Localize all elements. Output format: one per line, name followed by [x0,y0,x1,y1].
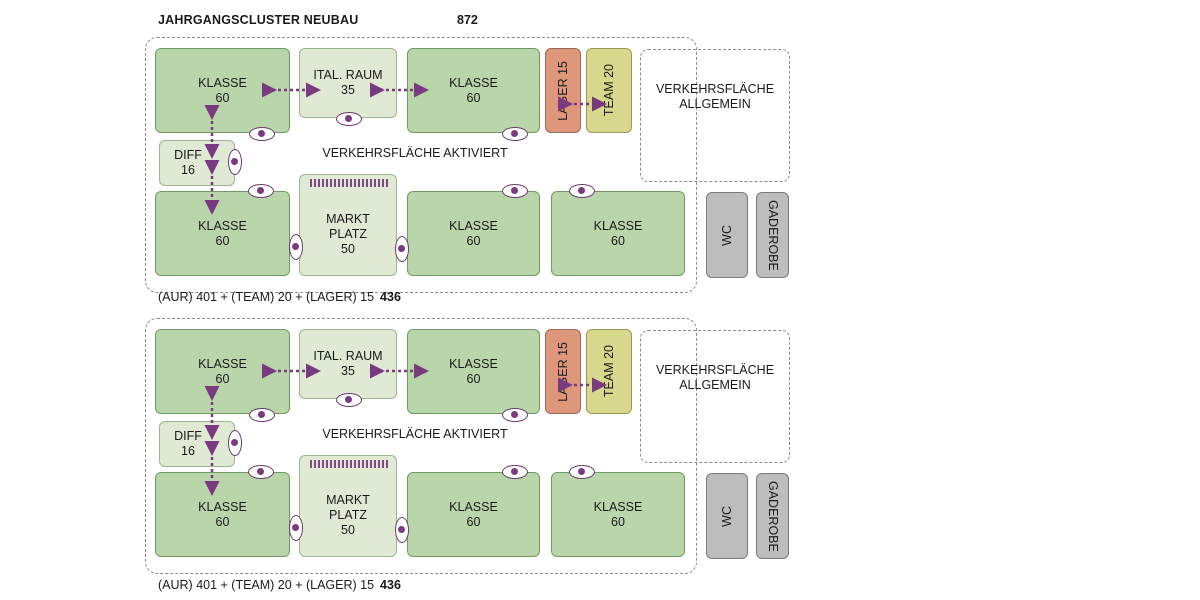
door-icon [249,127,275,141]
diff-room: DIFF 16 [159,140,235,186]
door-icon [502,184,528,198]
room-name: KLASSE [593,499,643,514]
footer-summary: (AUR) 401 + (TEAM) 20 + (LAGER) 15 436 [158,290,401,304]
room-size: 16 [181,444,195,458]
verkehrsflaeche-allgemein-label: VERKEHRSFLÄCHE ALLGEMEIN [640,363,790,393]
diagram-title: JAHRGANGSCLUSTER NEUBAU [158,13,359,27]
room-name: DIFF [174,429,202,443]
door-icon [248,184,274,198]
hatch-pattern [310,460,388,468]
door-icon [336,112,362,126]
door-icon [228,430,242,456]
door-icon [228,149,242,175]
footer-text: (AUR) 401 + (TEAM) 20 + (LAGER) 15 [158,578,375,592]
room-size: 60 [215,514,230,529]
verkehrsflaeche-allgemein-label: VERKEHRSFLÄCHE ALLGEMEIN [640,82,790,112]
room-name: ITAL. RAUM [313,349,383,363]
klasse-room-bottom-left: KLASSE 60 [155,191,290,276]
label-line: ALLGEMEIN [679,97,751,111]
room-name: KLASSE [449,499,498,514]
garderobe-room: GADEROBE [756,473,789,559]
wc-room: WC [706,192,748,278]
door-icon [502,465,528,479]
room-name: PLATZ [329,226,367,241]
room-name: KLASSE [449,356,498,371]
team-room: TEAM 20 [586,48,632,133]
door-icon [336,393,362,407]
room-name: KLASSE [449,218,498,233]
verkehrsflaeche-aktiviert-label: VERKEHRSFLÄCHE AKTIVIERT [322,427,508,441]
room-name: ITAL. RAUM [313,68,383,82]
door-icon [249,408,275,422]
door-icon [569,184,595,198]
marktplatz-room: MARKT PLATZ 50 [299,174,397,276]
room-name: KLASSE [449,75,498,90]
door-icon [502,408,528,422]
room-name: MARKT [326,211,370,226]
klasse-room-bottom-middle: KLASSE 60 [407,191,540,276]
door-icon [289,515,303,541]
room-name: KLASSE [198,75,247,90]
room-size: 60 [466,90,481,105]
label-line: ALLGEMEIN [679,378,751,392]
wc-room: WC [706,473,748,559]
marktplatz-room: MARKT PLATZ 50 [299,455,397,557]
footer-sum: 436 [380,578,401,592]
door-icon [395,236,409,262]
door-icon [502,127,528,141]
room-size: 60 [215,90,230,105]
klasse-room-bottom-middle: KLASSE 60 [407,472,540,557]
verkehrsflaeche-allgemein-outline [640,330,790,463]
footer-summary: (AUR) 401 + (TEAM) 20 + (LAGER) 15 436 [158,578,401,592]
room-size: 35 [341,83,355,97]
label-line: VERKEHRSFLÄCHE [655,82,775,96]
door-icon [569,465,595,479]
cluster-outline [145,37,697,293]
room-size: 50 [341,522,355,537]
room-name: GADEROBE [766,199,780,271]
cluster-outline [145,318,697,574]
room-name: MARKT [326,492,370,507]
cluster-1: KLASSE 60 ITAL. RAUM 35 KLASSE 60 LAGER … [0,0,800,304]
room-name: GADEROBE [766,480,780,552]
klasse-room-top-middle: KLASSE 60 [407,48,540,133]
room-size: 60 [466,514,481,529]
room-size: 60 [611,514,625,529]
cluster-2: KLASSE 60 ITAL. RAUM 35 KLASSE 60 LAGER … [0,281,800,592]
connection-arrows [204,82,607,215]
room-name: KLASSE [198,218,247,233]
lager-room: LAGER 15 [545,48,581,133]
room-size: 60 [466,371,481,386]
room-name: KLASSE [198,499,247,514]
room-name: PLATZ [329,507,367,522]
lager-room: LAGER 15 [545,329,581,414]
room-size: 35 [341,364,355,378]
klasse-room-bottom-left: KLASSE 60 [155,472,290,557]
door-icon [395,517,409,543]
footer-text: (AUR) 401 + (TEAM) 20 + (LAGER) 15 [158,290,375,304]
verkehrsflaeche-allgemein-outline [640,49,790,182]
klasse-room-bottom-right: KLASSE 60 [551,191,685,276]
room-size: 60 [611,233,625,248]
room-name: KLASSE [198,356,247,371]
door-icon [289,234,303,260]
room-size: 50 [341,241,355,256]
room-name: KLASSE [593,218,643,233]
room-size: 16 [181,163,195,177]
garderobe-room: GADEROBE [756,192,789,278]
door-icon [248,465,274,479]
connection-arrows [204,363,607,496]
footer-sum: 436 [380,290,401,304]
klasse-room-top-middle: KLASSE 60 [407,329,540,414]
team-room: TEAM 20 [586,329,632,414]
room-size: 60 [215,371,230,386]
label-line: VERKEHRSFLÄCHE [655,363,775,377]
verkehrsflaeche-aktiviert-label: VERKEHRSFLÄCHE AKTIVIERT [322,146,508,160]
hatch-pattern [310,179,388,187]
total-area: 872 [457,13,478,27]
room-name: DIFF [174,148,202,162]
klasse-room-bottom-right: KLASSE 60 [551,472,685,557]
room-size: 60 [466,233,481,248]
room-size: 60 [215,233,230,248]
